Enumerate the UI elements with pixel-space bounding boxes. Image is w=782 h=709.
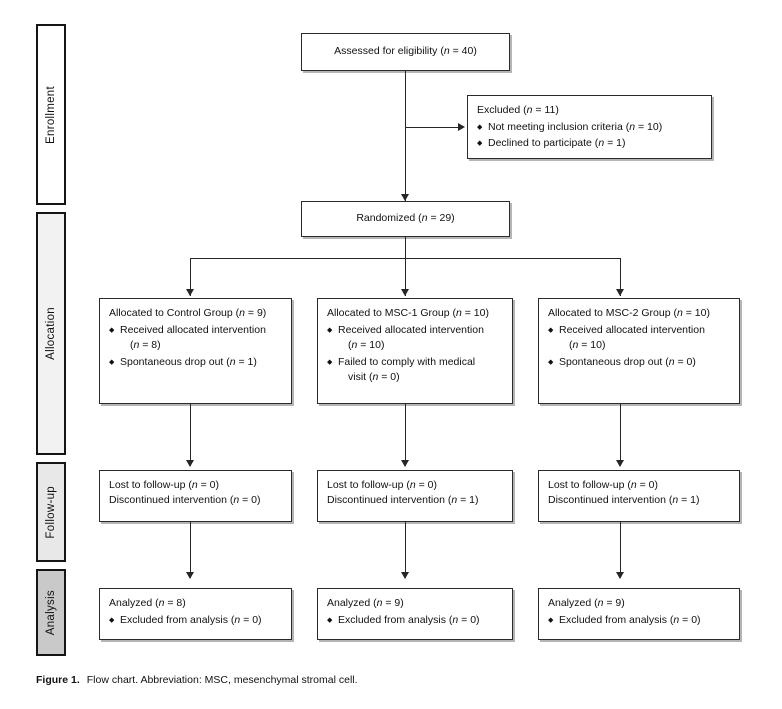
alloc-control-bullet-text: Received allocated intervention <box>120 324 266 337</box>
followup-control-line2: Discontinued intervention (n = 0) <box>109 494 261 507</box>
connector-msc2-followup-to-analysis <box>620 522 621 578</box>
arrowhead-control-followup <box>185 460 194 467</box>
alloc-control-title: Allocated to Control Group (n = 9) <box>109 307 267 319</box>
analysis-msc2-bullet-item: Excluded from analysis (n = 0) <box>548 613 730 629</box>
stage-label-allocation: Allocation <box>36 212 66 455</box>
node-assessed-for-eligibility: Assessed for eligibility (n = 40) <box>301 33 510 71</box>
connector-msc1-followup-to-analysis <box>405 522 406 578</box>
node-randomized: Randomized (n = 29) <box>301 201 510 237</box>
connector-branch-control <box>190 258 191 296</box>
analysis-msc1-title: Analyzed (n = 9) <box>327 597 404 609</box>
excluded-bullet-text: Declined to participate (n = 1) <box>488 137 626 150</box>
connector-msc1-alloc-to-followup <box>405 404 406 466</box>
stage-label-analysis: Analysis <box>36 569 66 656</box>
analysis-control-bullet-item: Excluded from analysis (n = 0) <box>109 613 282 629</box>
analysis-control-bullet-text: Excluded from analysis (n = 0) <box>120 614 262 627</box>
alloc-msc2-bullet-list: Received allocated intervention (n = 10)… <box>548 323 730 371</box>
alloc-msc1-bullet-item: Failed to comply with medical visit (n =… <box>327 355 503 385</box>
node-allocated-msc2: Allocated to MSC-2 Group (n = 10) Receiv… <box>538 298 740 404</box>
analysis-control-bullet-list: Excluded from analysis (n = 0) <box>109 613 282 629</box>
analysis-msc2-bullet-list: Excluded from analysis (n = 0) <box>548 613 730 629</box>
followup-msc2-line2: Discontinued intervention (n = 1) <box>548 494 700 507</box>
connector-branch-msc1 <box>405 258 406 296</box>
alloc-control-bullet-item: Spontaneous drop out (n = 1) <box>109 355 282 371</box>
arrowhead-msc2-analysis <box>615 572 624 579</box>
alloc-msc1-bullet-list: Received allocated intervention (n = 10)… <box>327 323 503 385</box>
randomized-title: Randomized (n = 29) <box>356 212 455 225</box>
connector-control-alloc-to-followup <box>190 404 191 466</box>
stage-label-enrollment: Enrollment <box>36 24 66 205</box>
connector-control-followup-to-analysis <box>190 522 191 578</box>
node-allocated-msc1: Allocated to MSC-1 Group (n = 10) Receiv… <box>317 298 513 404</box>
alloc-msc1-bullet-cont: (n = 10) <box>348 339 385 352</box>
node-analysis-msc2: Analyzed (n = 9) Excluded from analysis … <box>538 588 740 640</box>
alloc-msc2-bullet-text: Spontaneous drop out (n = 0) <box>559 355 696 368</box>
node-allocated-control: Allocated to Control Group (n = 9) Recei… <box>99 298 292 404</box>
node-followup-msc1: Lost to follow-up (n = 0) Discontinued i… <box>317 470 513 522</box>
alloc-msc1-bullet-text: Failed to comply with medical <box>338 355 476 368</box>
figure-caption-label: Figure 1. <box>36 674 80 686</box>
arrowhead-msc2-followup <box>615 460 624 467</box>
alloc-control-bullet-cont: (n = 8) <box>130 339 161 352</box>
alloc-msc2-bullet-text: Received allocated intervention <box>559 324 705 337</box>
node-excluded: Excluded (n = 11) Not meeting inclusion … <box>467 95 712 159</box>
alloc-control-bullet-text: Spontaneous drop out (n = 1) <box>120 355 257 368</box>
arrowhead-branch-control <box>185 289 194 296</box>
analysis-msc1-bullet-item: Excluded from analysis (n = 0) <box>327 613 503 629</box>
connector-branch-msc2 <box>620 258 621 296</box>
connector-assessed-to-randomized <box>405 71 406 201</box>
arrowhead-branch-msc2 <box>615 289 624 296</box>
alloc-msc2-title: Allocated to MSC-2 Group (n = 10) <box>548 307 710 319</box>
alloc-control-bullet-list: Received allocated intervention (n = 8) … <box>109 323 282 371</box>
analysis-msc1-bullet-list: Excluded from analysis (n = 0) <box>327 613 503 629</box>
stage-label-analysis-text: Analysis <box>45 589 57 636</box>
node-followup-control: Lost to follow-up (n = 0) Discontinued i… <box>99 470 292 522</box>
alloc-msc1-bullet-item: Received allocated intervention (n = 10) <box>327 323 503 353</box>
arrowhead-to-randomized <box>400 194 409 201</box>
analysis-control-title: Analyzed (n = 8) <box>109 597 186 609</box>
excluded-bullet-item: Declined to participate (n = 1) <box>477 136 702 152</box>
analysis-msc2-bullet-text: Excluded from analysis (n = 0) <box>559 614 701 627</box>
connector-randomized-stem <box>405 237 406 259</box>
analysis-msc2-title: Analyzed (n = 9) <box>548 597 625 609</box>
figure-caption-text: Flow chart. Abbreviation: MSC, mesenchym… <box>86 674 358 686</box>
followup-msc2-line1: Lost to follow-up (n = 0) <box>548 479 659 491</box>
stage-label-followup-text: Follow-up <box>45 485 57 539</box>
connector-msc2-alloc-to-followup <box>620 404 621 466</box>
alloc-msc1-title: Allocated to MSC-1 Group (n = 10) <box>327 307 489 319</box>
stage-label-followup: Follow-up <box>36 462 66 562</box>
connector-to-excluded <box>405 127 460 128</box>
arrowhead-branch-msc1 <box>400 289 409 296</box>
node-followup-msc2: Lost to follow-up (n = 0) Discontinued i… <box>538 470 740 522</box>
arrowhead-msc1-followup <box>400 460 409 467</box>
alloc-msc2-bullet-item: Spontaneous drop out (n = 0) <box>548 355 730 371</box>
excluded-title: Excluded (n = 11) <box>477 104 559 116</box>
arrowhead-control-analysis <box>185 572 194 579</box>
followup-control-line1: Lost to follow-up (n = 0) <box>109 479 220 491</box>
stage-label-enrollment-text: Enrollment <box>45 85 57 144</box>
alloc-msc1-bullet-text: Received allocated intervention <box>338 324 484 337</box>
arrowhead-to-excluded <box>458 122 465 131</box>
followup-msc1-line1: Lost to follow-up (n = 0) <box>327 479 438 491</box>
analysis-msc1-bullet-text: Excluded from analysis (n = 0) <box>338 614 480 627</box>
node-analysis-msc1: Analyzed (n = 9) Excluded from analysis … <box>317 588 513 640</box>
alloc-msc2-bullet-cont: (n = 10) <box>569 339 606 352</box>
arrowhead-msc1-analysis <box>400 572 409 579</box>
stage-label-allocation-text: Allocation <box>45 307 57 360</box>
excluded-bullet-text: Not meeting inclusion criteria (n = 10) <box>488 121 663 134</box>
excluded-bullet-item: Not meeting inclusion criteria (n = 10) <box>477 120 702 136</box>
assessed-title: Assessed for eligibility (n = 40) <box>334 45 477 58</box>
excluded-bullet-list: Not meeting inclusion criteria (n = 10) … <box>477 120 702 152</box>
alloc-msc1-bullet-cont: visit (n = 0) <box>348 370 400 383</box>
followup-msc1-line2: Discontinued intervention (n = 1) <box>327 494 479 507</box>
alloc-msc2-bullet-item: Received allocated intervention (n = 10) <box>548 323 730 353</box>
alloc-control-bullet-item: Received allocated intervention (n = 8) <box>109 323 282 353</box>
node-analysis-control: Analyzed (n = 8) Excluded from analysis … <box>99 588 292 640</box>
figure-caption: Figure 1. Flow chart. Abbreviation: MSC, … <box>36 674 358 686</box>
